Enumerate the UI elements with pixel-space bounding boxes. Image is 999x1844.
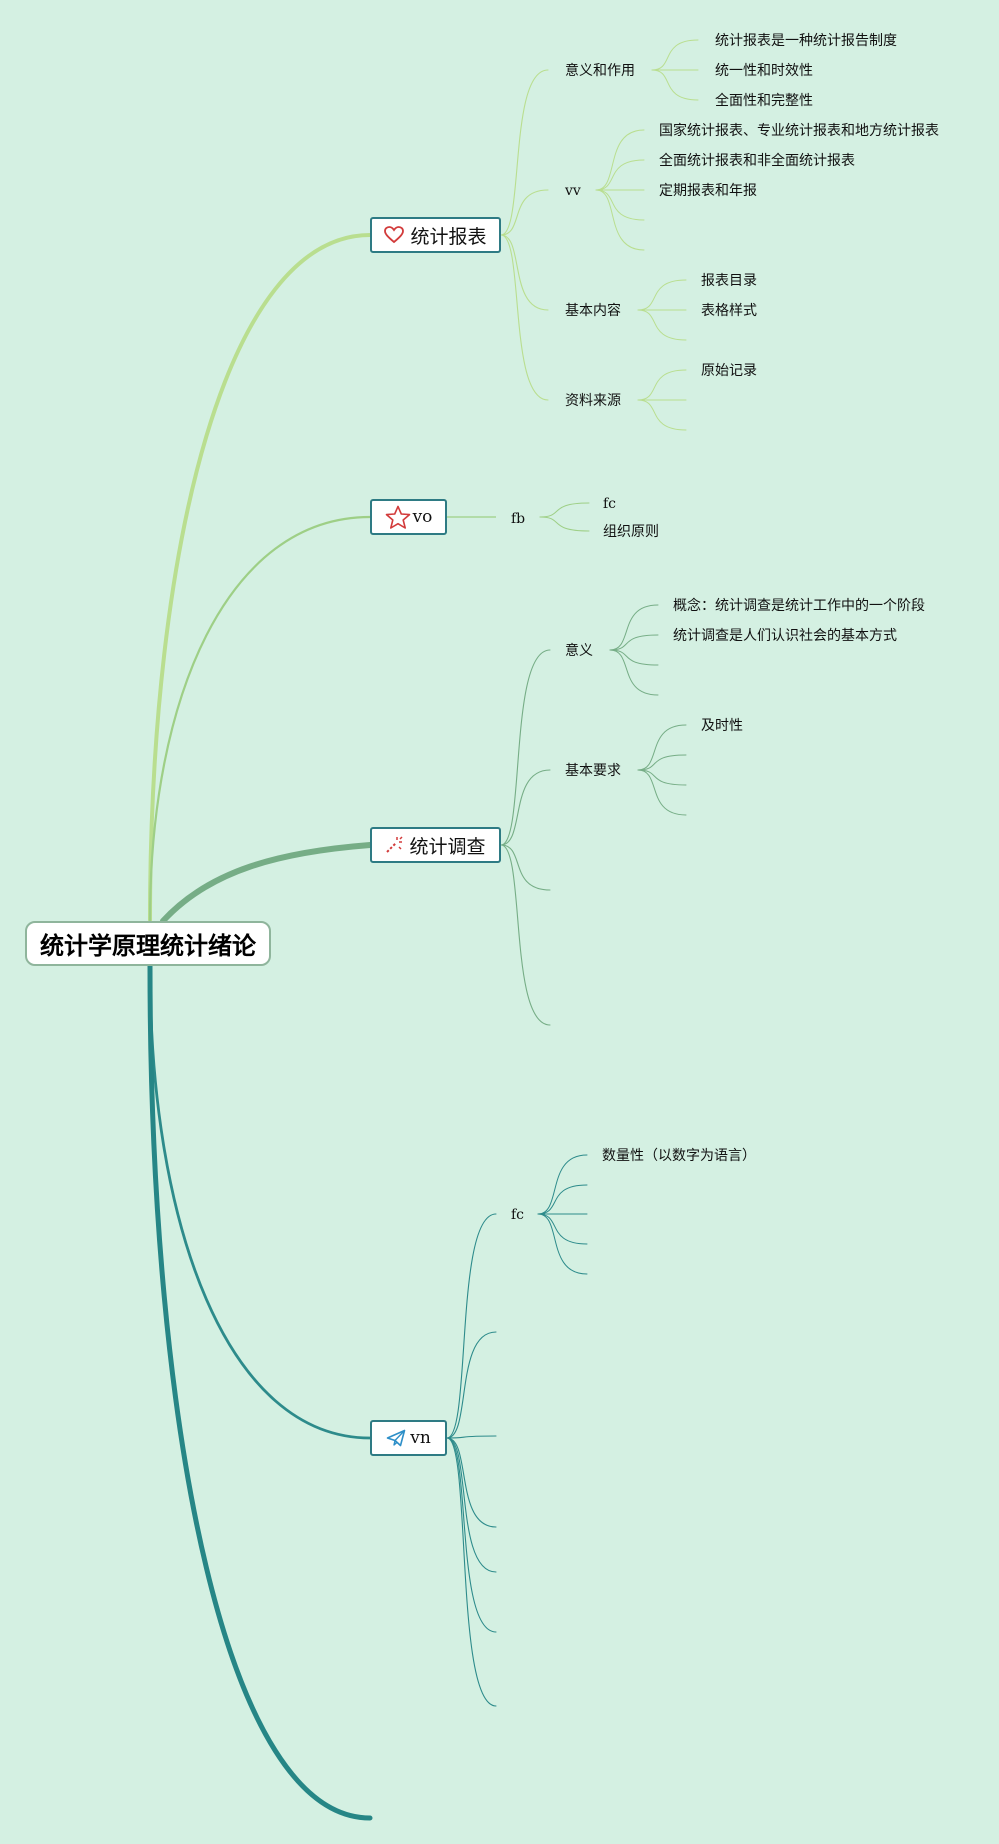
leaf-line bbox=[609, 649, 659, 666]
branch-statistical-reports[interactable]: 统计报表 bbox=[370, 217, 501, 253]
root-branch-line bbox=[160, 842, 373, 924]
magic-wand-icon bbox=[385, 836, 404, 854]
branch-line bbox=[446, 1213, 497, 1439]
heart-icon bbox=[384, 226, 405, 244]
branch-line bbox=[500, 844, 551, 1026]
leaf-item[interactable]: 概念：统计调查是统计工作中的一个阶段 bbox=[673, 598, 925, 614]
leaf-line bbox=[637, 769, 687, 816]
leaf-item[interactable]: 报表目录 bbox=[701, 273, 757, 289]
branch-line bbox=[446, 1435, 497, 1439]
leaf-item[interactable]: 统一性和时效性 bbox=[715, 63, 813, 79]
branch-line bbox=[500, 234, 549, 311]
branch-line bbox=[500, 69, 549, 236]
leaf-item[interactable]: 及时性 bbox=[701, 718, 743, 734]
paper-plane-icon bbox=[386, 1429, 406, 1447]
leaf-item[interactable]: 原始记录 bbox=[701, 363, 757, 379]
leaf-line bbox=[537, 1184, 588, 1215]
branch-statistical-survey[interactable]: 统计调查 bbox=[370, 827, 501, 863]
leaf-line bbox=[637, 769, 687, 786]
leaf-line bbox=[595, 189, 645, 221]
topic-vv[interactable]: vv bbox=[565, 183, 581, 199]
leaf-item[interactable]: fc bbox=[603, 496, 617, 512]
leaf-line bbox=[637, 279, 687, 311]
branch-line bbox=[446, 1437, 497, 1528]
leaf-line bbox=[537, 1154, 588, 1215]
leaf-line bbox=[537, 1213, 588, 1275]
root-branch-line bbox=[148, 233, 372, 922]
leaf-line bbox=[595, 129, 645, 191]
topic-basic-content[interactable]: 基本内容 bbox=[565, 303, 621, 319]
branch-label: vo bbox=[412, 507, 433, 527]
leaf-line bbox=[637, 309, 687, 341]
leaf-item[interactable]: 表格样式 bbox=[701, 303, 757, 319]
star-icon bbox=[385, 505, 411, 530]
leaf-line bbox=[539, 516, 590, 532]
topic-data-source[interactable]: 资料来源 bbox=[565, 393, 621, 409]
leaf-item[interactable]: 组织原则 bbox=[603, 524, 659, 540]
branch-line bbox=[500, 189, 549, 236]
leaf-item[interactable]: 数量性（以数字为语言） bbox=[602, 1148, 756, 1164]
leaf-line bbox=[609, 649, 659, 696]
topic-fb[interactable]: fb bbox=[511, 511, 526, 527]
topic-fc[interactable]: fc bbox=[511, 1207, 525, 1223]
branch-label: 统计调查 bbox=[409, 835, 486, 858]
branch-line bbox=[446, 1437, 497, 1707]
branch-line bbox=[500, 649, 551, 846]
leaf-line bbox=[609, 604, 659, 651]
leaf-line bbox=[637, 754, 687, 771]
leaf-item[interactable]: 国家统计报表、专业统计报表和地方统计报表 bbox=[659, 123, 939, 139]
leaf-line bbox=[637, 399, 687, 431]
topic-significance[interactable]: 意义 bbox=[565, 643, 593, 659]
leaf-line bbox=[637, 369, 687, 401]
leaf-line bbox=[637, 724, 687, 771]
branch-line bbox=[446, 1437, 497, 1633]
branch-label: vn bbox=[410, 1428, 431, 1448]
leaf-line bbox=[595, 189, 645, 251]
leaf-item[interactable]: 统计报表是一种统计报告制度 bbox=[715, 33, 897, 49]
leaf-item[interactable]: 定期报表和年报 bbox=[659, 183, 757, 199]
root-branch-line bbox=[148, 964, 372, 1440]
leaf-item[interactable]: 全面统计报表和非全面统计报表 bbox=[659, 153, 855, 169]
branch-line bbox=[500, 844, 551, 891]
branch-line bbox=[446, 1437, 497, 1573]
topic-significance-and-role[interactable]: 意义和作用 bbox=[565, 63, 635, 79]
branch-vo[interactable]: vo bbox=[370, 499, 447, 535]
branch-label: 统计报表 bbox=[410, 225, 487, 248]
leaf-line bbox=[609, 634, 659, 651]
root-branch-line bbox=[148, 515, 372, 922]
leaf-line bbox=[595, 159, 645, 191]
leaf-item[interactable]: 统计调查是人们认识社会的基本方式 bbox=[673, 628, 897, 644]
leaf-item[interactable]: 全面性和完整性 bbox=[715, 93, 813, 109]
leaf-line bbox=[537, 1213, 588, 1245]
root-branch-line bbox=[147, 963, 373, 1821]
leaf-line bbox=[651, 69, 699, 101]
branch-line bbox=[500, 234, 549, 401]
topic-basic-requirements[interactable]: 基本要求 bbox=[565, 763, 621, 779]
root-topic[interactable]: 统计学原理统计绪论 bbox=[25, 921, 271, 966]
branch-line bbox=[446, 1331, 497, 1439]
leaf-line bbox=[651, 39, 699, 71]
branch-line bbox=[500, 769, 551, 846]
leaf-line bbox=[539, 502, 590, 518]
branch-vn[interactable]: vn bbox=[370, 1420, 447, 1456]
